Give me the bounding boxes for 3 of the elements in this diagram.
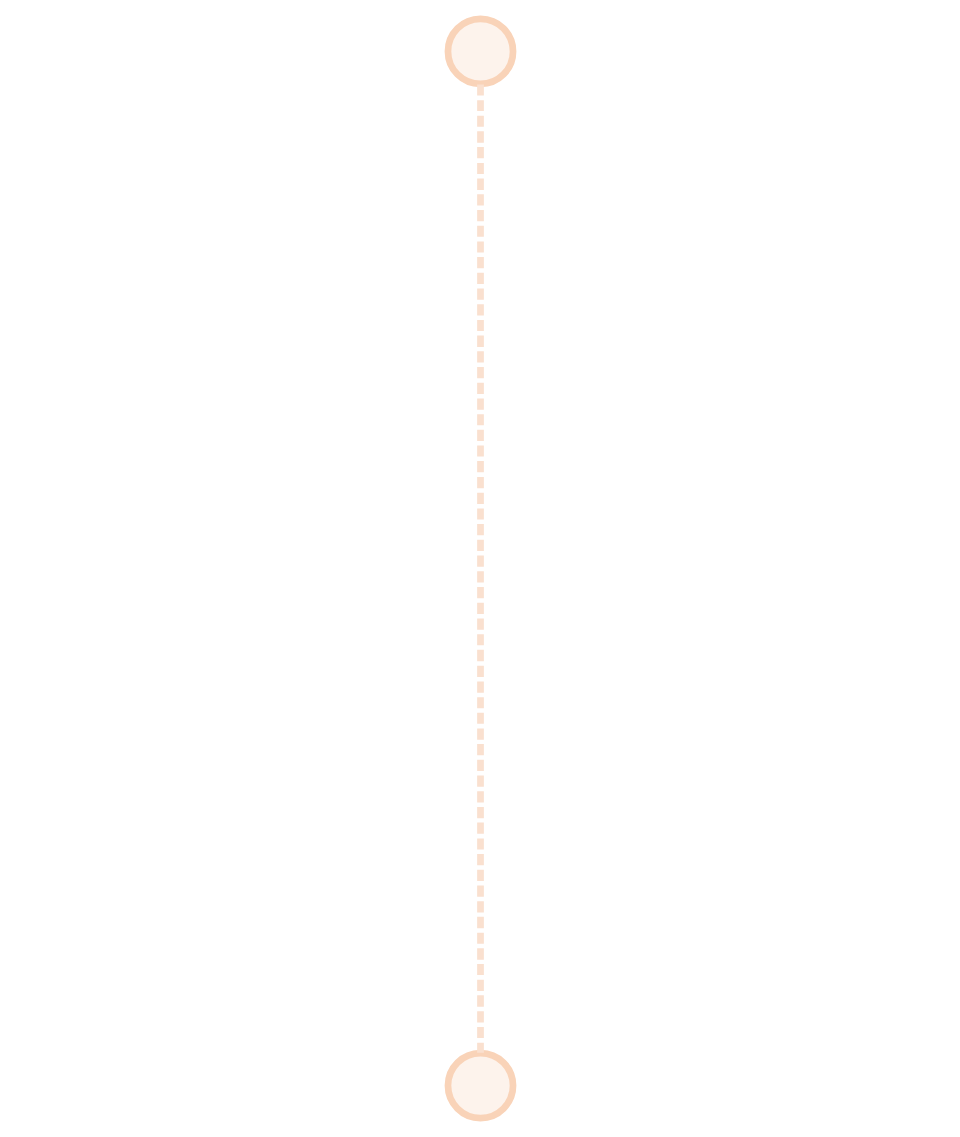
node-circle	[444, 15, 516, 88]
connector	[476, 84, 484, 1053]
node-circle	[444, 1049, 516, 1122]
